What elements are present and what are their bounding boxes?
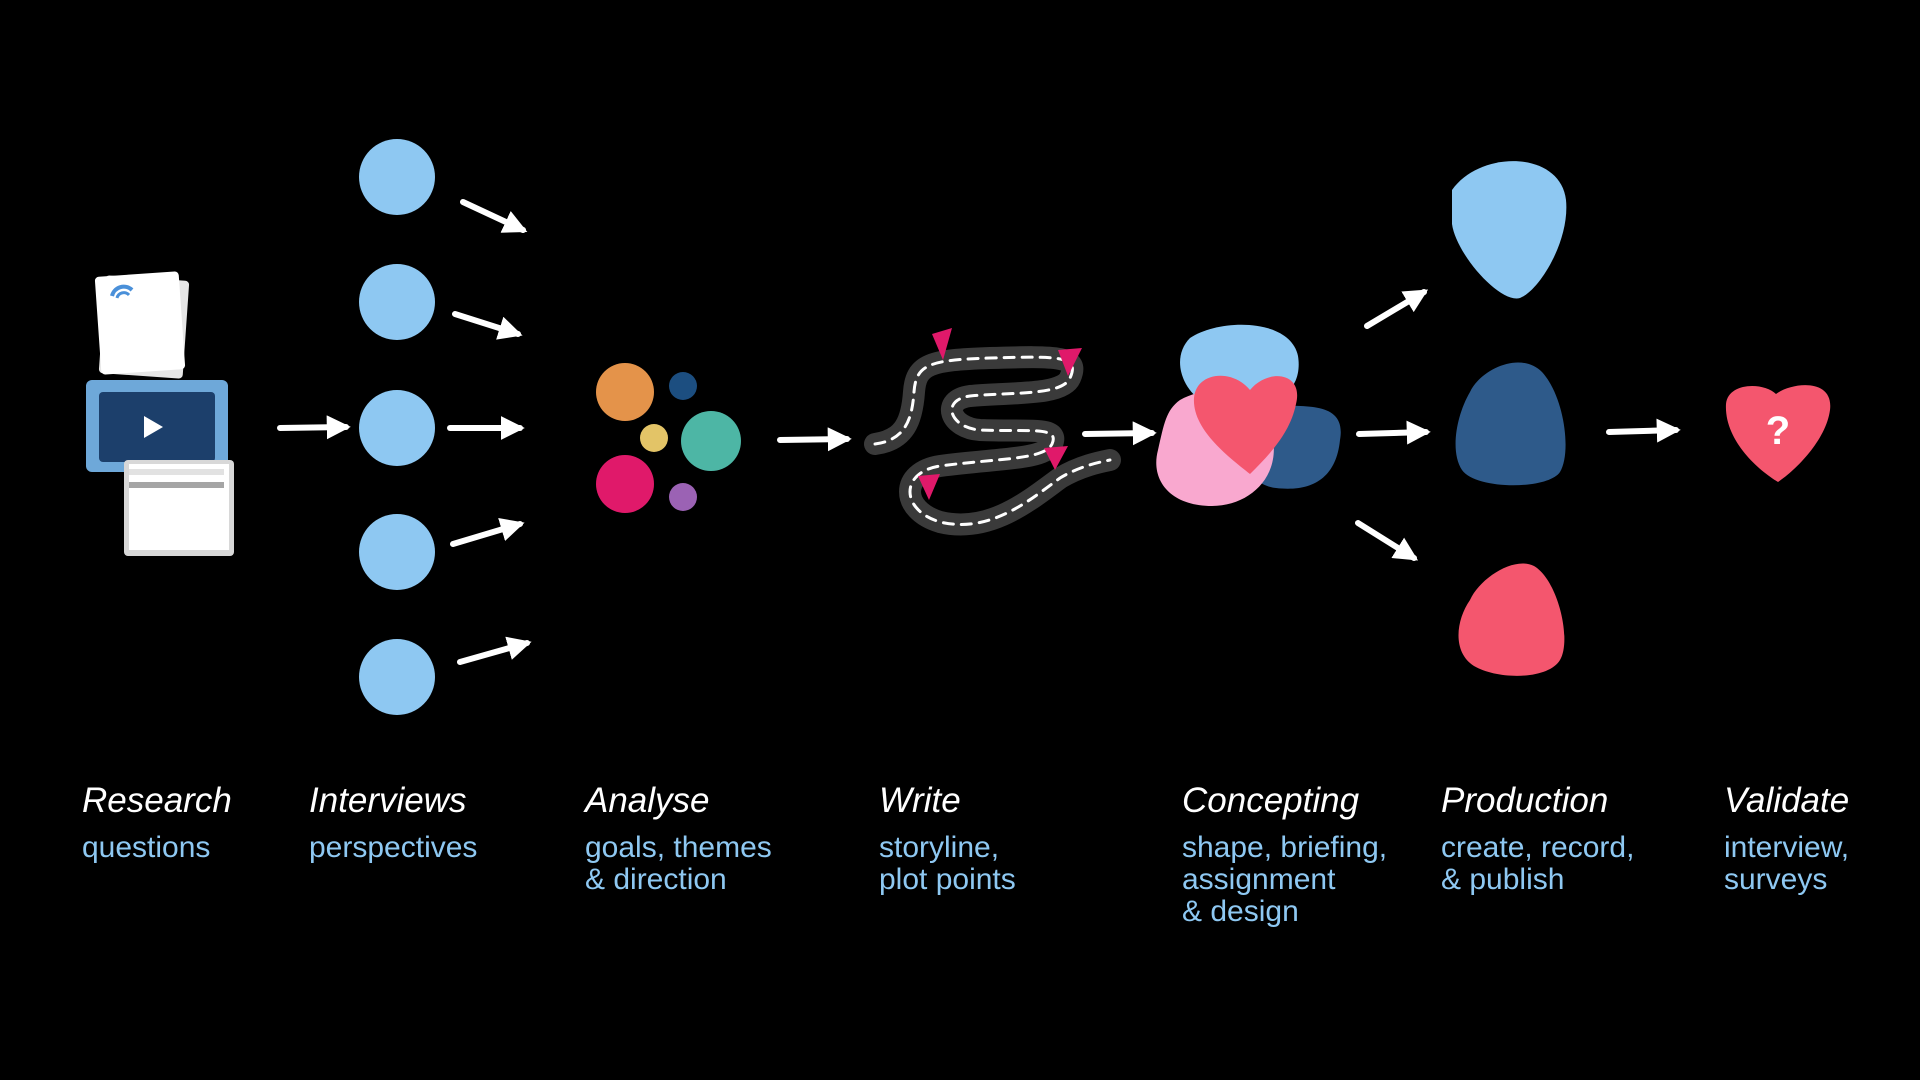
stage-description: interview, surveys xyxy=(1724,831,1850,896)
stage-research: Research questions xyxy=(82,780,232,864)
svg-text:?: ? xyxy=(1766,409,1790,453)
stage-title: Validate xyxy=(1724,781,1850,820)
heart-question-icon: ? xyxy=(1725,385,1831,482)
stage-title: Analyse xyxy=(585,781,710,820)
arrow-concepting-production-1 xyxy=(1364,289,1429,329)
documents-icon xyxy=(86,271,234,556)
stage-concepting: Concepting shape, briefing, assignment &… xyxy=(1182,780,1387,928)
overlapping-shapes-icon xyxy=(1156,324,1341,506)
stage-description: shape, briefing, assignment & design xyxy=(1182,831,1388,928)
flow-arrows xyxy=(277,199,1681,665)
stage-title: Production xyxy=(1441,781,1609,820)
stage-description: perspectives xyxy=(309,831,478,864)
arrow-concepting-production-2 xyxy=(1356,420,1431,445)
stage-title: Concepting xyxy=(1182,781,1360,820)
stage-title: Interviews xyxy=(309,781,467,820)
stage-title: Write xyxy=(879,781,961,820)
circles-icon xyxy=(359,139,435,715)
stage-write: Write storyline, plot points xyxy=(879,780,1016,896)
arrow-analyse-write xyxy=(777,427,852,452)
arrow-interview-5 xyxy=(457,636,532,665)
stage-interviews: Interviews perspectives xyxy=(309,780,477,864)
stage-validate: Validate interview, surveys xyxy=(1724,780,1849,896)
stage-analyse: Analyse goals, themes & direction xyxy=(585,780,772,896)
stage-description: goals, themes & direction xyxy=(585,831,772,896)
pick-shapes-icon xyxy=(1452,161,1567,676)
road-icon xyxy=(864,328,1121,536)
arrow-concepting-production-3 xyxy=(1355,520,1419,561)
dots-icon xyxy=(596,363,741,513)
arrow-interview-1 xyxy=(460,199,528,233)
arrow-interview-2 xyxy=(452,311,523,340)
stage-production: Production create, record, & publish xyxy=(1441,780,1634,896)
arrow-research-interviews xyxy=(277,415,351,440)
arrow-production-validate xyxy=(1606,418,1681,443)
stage-description: create, record, & publish xyxy=(1441,831,1635,896)
stage-title: Research xyxy=(82,781,232,820)
arrow-write-concepting xyxy=(1082,421,1157,446)
arrow-interview-4 xyxy=(450,517,525,547)
stage-description: storyline, plot points xyxy=(879,831,1016,896)
stage-description: questions xyxy=(82,831,211,864)
